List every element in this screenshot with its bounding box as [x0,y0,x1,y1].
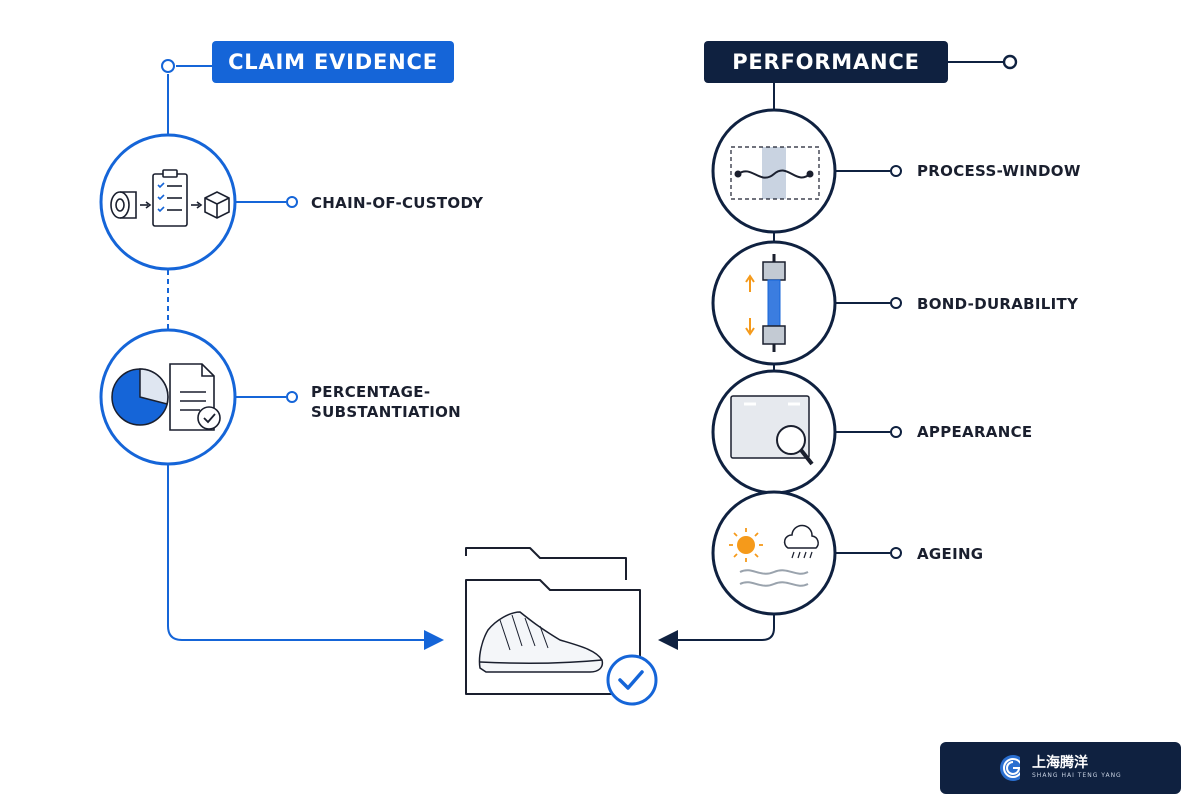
label-bond-durability: BOND-DURABILITY [917,295,1079,313]
chain-of-custody-dot [286,196,298,208]
ageing-node [711,490,837,616]
label-appearance: APPEARANCE [917,423,1033,441]
left-connectors [167,65,444,650]
right-connectors [658,61,1004,650]
magnifier-icon [730,395,814,466]
header-performance: PERFORMANCE [704,41,948,83]
appearance-dot [890,426,902,438]
tensile-test-icon [745,254,786,352]
bond-durability-dot [890,297,902,309]
label-percentage-line2: SUBSTANTIATION [311,403,462,421]
label-percentage-line1: PERCENTAGE- [311,383,431,401]
weather-ageing-icon [729,524,819,587]
header-left-dot [161,59,175,73]
process-window-icon [730,146,820,200]
label-chain-of-custody: CHAIN-OF-CUSTODY [311,194,484,212]
bond-durability-node [711,240,837,366]
verified-check-icon [606,654,658,706]
pie-chart-document-icon [111,363,221,431]
process-window-dot [890,165,902,177]
label-ageing: AGEING [917,545,984,563]
brand-logo-icon [1000,755,1020,781]
appearance-node [711,369,837,495]
ageing-dot [890,547,902,559]
brand-badge: 上海腾洋 SHANG HAI TENG YANG [940,742,1181,794]
chain-of-custody-icon [110,169,230,227]
header-claim-evidence: CLAIM EVIDENCE [212,41,454,83]
header-right-dot [1002,54,1018,70]
percentage-substantiation-node [99,328,237,466]
brand-name: 上海腾洋 [1032,755,1088,771]
label-process-window: PROCESS-WINDOW [917,162,1081,180]
shoe-icon [478,611,604,673]
process-window-node [711,108,837,234]
chain-of-custody-node [99,133,237,271]
percentage-dot [286,391,298,403]
shoe-folder-icon [465,547,658,706]
brand-subtitle: SHANG HAI TENG YANG [1032,772,1122,779]
